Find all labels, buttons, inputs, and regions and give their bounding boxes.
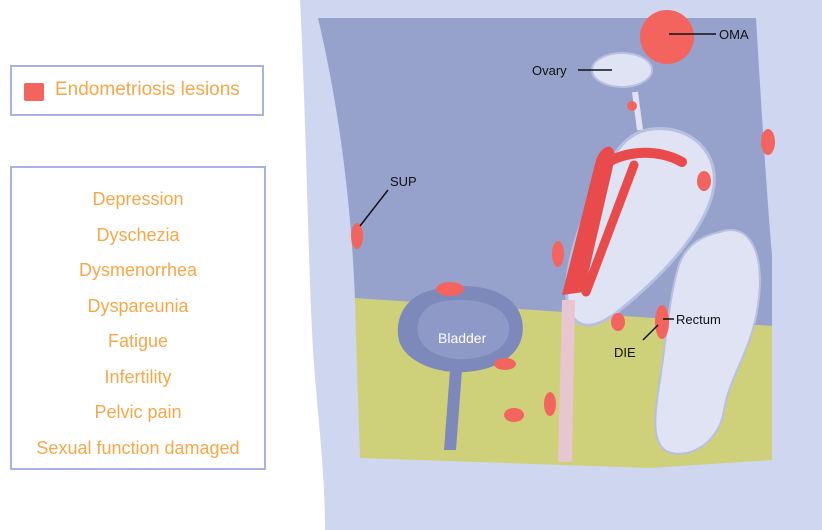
symptom-item: Fatigue xyxy=(12,324,264,360)
legend-label: Endometriosis lesions xyxy=(55,79,240,101)
symptoms-box: Depression Dyschezia Dysmenorrhea Dyspar… xyxy=(10,166,266,470)
die-label: DIE xyxy=(614,345,636,360)
peritoneal-lesion xyxy=(627,101,637,111)
symptom-item: Dyspareunia xyxy=(12,289,264,325)
die-lesion xyxy=(655,305,669,339)
symptoms-list: Depression Dyschezia Dysmenorrhea Dyspar… xyxy=(12,168,264,466)
sup-label: SUP xyxy=(390,174,417,189)
oma-label: OMA xyxy=(719,27,749,42)
legend-box: Endometriosis lesions xyxy=(10,65,264,116)
symptom-item: Dysmenorrhea xyxy=(12,253,264,289)
bladder-label: Bladder xyxy=(438,330,487,346)
peritoneal-lesion xyxy=(504,408,524,422)
symptom-item: Infertility xyxy=(12,360,264,396)
symptom-item: Sexual function damaged xyxy=(12,431,264,467)
symptom-item: Depression xyxy=(12,182,264,218)
sup-lesion xyxy=(351,223,363,249)
peritoneal-lesion xyxy=(544,392,556,416)
peritoneal-lesion xyxy=(436,282,464,296)
rectum-label: Rectum xyxy=(676,312,721,327)
symptom-item: Dyschezia xyxy=(12,218,264,254)
peritoneal-lesion xyxy=(552,241,564,267)
pelvis-diagram: OMA Ovary SUP Bladder Rectum DIE xyxy=(300,0,822,530)
ovary-label: Ovary xyxy=(532,63,567,78)
lesion-swatch xyxy=(24,83,44,101)
peritoneal-lesion xyxy=(611,313,625,331)
peritoneal-lesion xyxy=(697,171,711,191)
oma-lesion xyxy=(640,10,694,64)
symptom-item: Pelvic pain xyxy=(12,395,264,431)
peritoneal-lesion xyxy=(761,129,775,155)
peritoneal-lesion xyxy=(494,358,516,370)
